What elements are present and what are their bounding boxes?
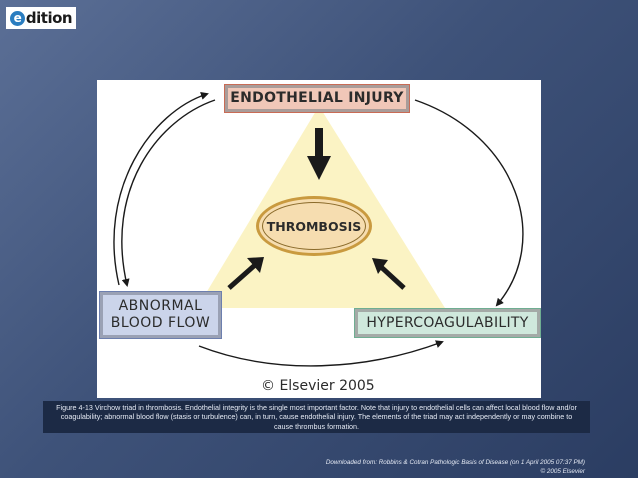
arrow-flow-to-hyper bbox=[198, 340, 444, 367]
arrow-injury-to-flow bbox=[121, 99, 216, 287]
thrombosis-label: THROMBOSIS bbox=[266, 218, 362, 234]
copyright-text: © Elsevier 2005 bbox=[261, 378, 375, 394]
figure-caption: Figure 4-13 Virchow triad in thrombosis.… bbox=[43, 401, 590, 433]
abnormal-flow-line2: BLOOD FLOW bbox=[110, 315, 211, 331]
diagram-panel: ENDOTHELIAL INJURY THROMBOSIS ABNORMAL B… bbox=[97, 80, 541, 398]
endothelial-injury-box: ENDOTHELIAL INJURY bbox=[224, 84, 410, 113]
source-line-1: Downloaded from: Robbins & Cotran Pathol… bbox=[325, 459, 585, 466]
abnormal-flow-line1: ABNORMAL bbox=[118, 298, 203, 314]
hypercoagulability-label: HYPERCOAGULABILITY bbox=[366, 314, 529, 331]
thrombosis-node: THROMBOSIS bbox=[256, 196, 372, 256]
logo-mark: e bbox=[9, 10, 25, 26]
arrow-flow-to-injury bbox=[113, 92, 209, 286]
source-line-2: © 2005 Elsevier bbox=[540, 468, 585, 475]
arrow-hyper-to-thrombosis bbox=[372, 258, 406, 290]
source-credit: Downloaded from: Robbins & Cotran Pathol… bbox=[326, 458, 585, 476]
logo-text: dition bbox=[25, 9, 73, 27]
arrow-injury-to-hyper bbox=[414, 99, 524, 307]
hypercoagulability-box: HYPERCOAGULABILITY bbox=[354, 308, 541, 338]
abnormal-blood-flow-box: ABNORMAL BLOOD FLOW bbox=[99, 291, 222, 339]
edition-logo: e dition bbox=[6, 7, 76, 29]
arrow-injury-to-thrombosis bbox=[307, 128, 331, 180]
arrow-flow-to-thrombosis bbox=[227, 257, 264, 290]
endothelial-injury-label: ENDOTHELIAL INJURY bbox=[230, 90, 404, 106]
